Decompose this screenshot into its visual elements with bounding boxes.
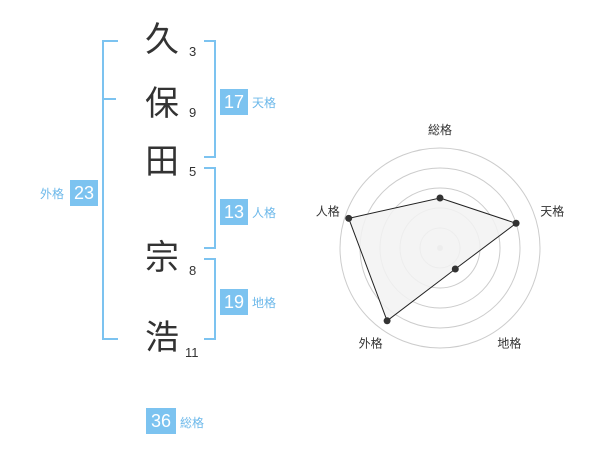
- name-char-4: 宗: [145, 238, 179, 278]
- stroke-count-3: 5: [189, 164, 197, 179]
- jinkaku-label: 人格: [252, 206, 277, 220]
- radar-axis-label-3: 地格: [497, 335, 521, 350]
- gaikaku-value: 23: [70, 180, 98, 206]
- stroke-count-2: 9: [189, 105, 197, 120]
- radar-grid-ring: [339, 147, 541, 349]
- name-char-5: 浩: [145, 318, 179, 358]
- radar-point-3: [451, 265, 459, 273]
- jinkaku-bracket: [204, 167, 216, 249]
- chikaku-bracket: [204, 258, 216, 340]
- tenkaku-bracket: [204, 40, 216, 158]
- radar-axis-label-5: 人格: [316, 204, 340, 219]
- radar-point-5: [345, 214, 353, 222]
- gaikaku-bracket: [102, 40, 118, 340]
- radar-point-4: [383, 317, 391, 325]
- jinkaku-value: 13: [220, 199, 248, 225]
- radar-shape: [345, 194, 520, 325]
- radar-axis-label-2: 天格: [540, 204, 564, 219]
- name-char-3: 田: [145, 142, 179, 182]
- chikaku-label: 地格: [252, 296, 277, 310]
- stroke-count-5: 11: [185, 345, 199, 360]
- radar-point-2: [512, 219, 520, 227]
- soukaku-label: 総格: [180, 416, 205, 430]
- tenkaku-label: 天格: [252, 96, 277, 110]
- gaikaku-label: 外格: [40, 187, 65, 201]
- name-char-1: 久: [145, 20, 179, 60]
- radar-series-polygon: [348, 197, 518, 322]
- soukaku-value: 36: [146, 408, 176, 434]
- chikaku-value: 19: [220, 289, 248, 315]
- radar-axis-label-4: 外格: [359, 335, 383, 350]
- stroke-count-1: 3: [189, 44, 197, 59]
- gaikaku-bracket-tick: [102, 98, 116, 100]
- stroke-count-4: 8: [189, 263, 197, 278]
- tenkaku-value: 17: [220, 89, 248, 115]
- radar-point-1: [436, 194, 444, 202]
- radar-axis-label-1: 総格: [428, 122, 452, 137]
- name-char-2: 保: [145, 84, 179, 124]
